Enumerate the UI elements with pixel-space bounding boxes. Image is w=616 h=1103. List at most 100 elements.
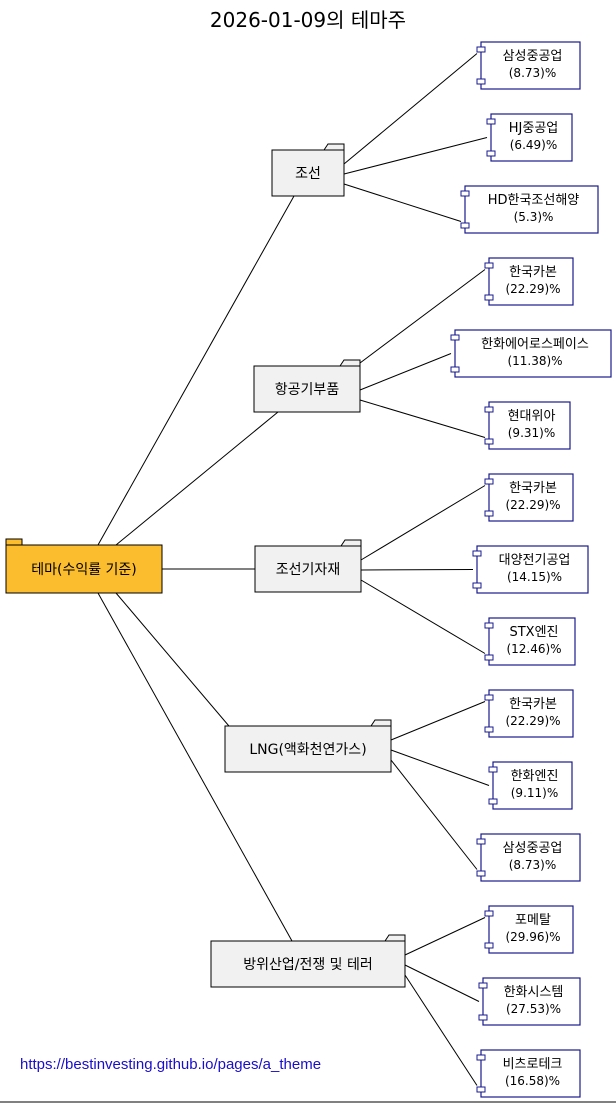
stock-4-3-port-top — [476, 838, 486, 845]
stock-5-1-port-bottom — [484, 942, 494, 949]
stock-4-1-name: 한국카본 — [509, 697, 557, 712]
stock-2-3-value: (9.31)% — [508, 426, 555, 440]
edge-theme-5-stock-2 — [404, 964, 480, 1002]
stock-3-3-value: (12.46)% — [506, 642, 561, 656]
stock-4-1-port-top — [484, 694, 494, 701]
stock-1-2-name: HJ중공업 — [509, 121, 559, 136]
stock-4-1[interactable]: 한국카본(22.29)% — [484, 689, 574, 738]
stock-3-2-port-top — [472, 550, 482, 557]
edge-theme-1-stock-1 — [343, 53, 478, 165]
edge-theme-3-stock-3 — [360, 579, 486, 654]
stock-4-2-value: (9.11)% — [511, 786, 558, 800]
stock-2-2-value: (11.38)% — [507, 354, 562, 368]
theme-folder-4[interactable]: LNG(액화천연가스) — [224, 719, 392, 773]
stock-5-1[interactable]: 포메탈(29.96)% — [484, 905, 574, 954]
stock-1-2-port-bottom — [486, 150, 496, 157]
stock-5-3-name: 비츠로테크 — [503, 1057, 563, 1072]
stock-2-1-port-bottom — [484, 294, 494, 301]
stock-3-3-port-bottom — [484, 654, 494, 661]
stock-2-1-box — [488, 257, 574, 306]
edge-theme-4-stock-3 — [390, 759, 478, 870]
stock-5-3[interactable]: 비츠로테크(16.58)% — [476, 1049, 581, 1098]
theme-folder-2-label: 항공기부품 — [275, 382, 340, 398]
stock-2-1-value: (22.29)% — [505, 282, 560, 296]
stock-1-2-port-top — [486, 118, 496, 125]
stock-4-2-name: 한화엔진 — [511, 769, 559, 784]
stock-1-3[interactable]: HD한국조선해양(5.3)% — [460, 185, 599, 234]
theme-folder-1[interactable]: 조선 — [271, 143, 345, 197]
stock-5-1-box — [488, 905, 574, 954]
stock-2-2[interactable]: 한화에어로스페이스 (11.38)% — [450, 329, 612, 378]
stock-3-1-box — [488, 473, 574, 522]
edge-theme-4-stock-2 — [390, 749, 490, 786]
stock-3-1[interactable]: 한국카본 (22.29)% — [484, 473, 574, 522]
stock-4-2-box — [492, 761, 573, 810]
stock-3-3[interactable]: STX엔진 (12.46)% — [484, 617, 576, 666]
stock-5-2-box — [482, 977, 581, 1026]
root-theme-folder[interactable]: 테마(수익률 기준) — [5, 538, 163, 594]
root-folder-tab — [5, 538, 23, 546]
theme-folder-5-label: 방위산업/전쟁 및 테러 — [243, 957, 373, 973]
edge-theme-3-stock-1 — [360, 485, 486, 561]
edge-theme-3-stock-2 — [360, 569, 474, 571]
stock-2-3-box — [488, 401, 571, 450]
theme-folder-4-label: LNG(액화천연가스) — [249, 742, 366, 758]
stock-1-1-box — [480, 41, 581, 90]
stock-5-2-port-bottom — [478, 1014, 488, 1021]
stock-2-3-port-top — [484, 406, 494, 413]
stock-4-3-value: (8.73)% — [509, 858, 556, 872]
edge-root-to-theme-5 — [97, 592, 293, 942]
theme-folder-1-label: 조선 — [295, 166, 321, 182]
stock-5-2-name: 한화시스템 — [504, 985, 564, 1000]
edge-root-to-theme-2 — [115, 411, 279, 546]
stock-1-3-name: HD한국조선해양 — [488, 193, 580, 208]
stock-4-3-name: 삼성중공업 — [503, 841, 563, 856]
stock-3-1-name: 한국카본 — [509, 481, 557, 496]
stock-4-1-box — [488, 689, 574, 738]
stock-5-3-box — [480, 1049, 581, 1098]
stock-2-2-box — [454, 329, 612, 378]
edge-theme-5-stock-1 — [404, 917, 486, 956]
stock-5-3-port-bottom — [476, 1086, 486, 1093]
stock-2-2-name: 한화에어로스페이스 — [481, 337, 589, 352]
theme-folder-2[interactable]: 항공기부품 — [253, 359, 361, 413]
stock-4-3[interactable]: 삼성중공업 (8.73)% — [476, 833, 581, 882]
stock-3-1-port-bottom — [484, 510, 494, 517]
stock-4-2[interactable]: 한화엔진 (9.11)% — [488, 761, 573, 810]
stock-1-2-value: (6.49)% — [510, 138, 557, 152]
edge-theme-2-stock-3 — [359, 399, 486, 438]
stock-3-3-name: STX엔진 — [509, 625, 558, 640]
stock-2-3-name: 현대위아 — [508, 409, 556, 424]
theme-folder-3[interactable]: 조선기자재 — [254, 539, 362, 593]
root-folder-shape — [5, 544, 163, 594]
stock-2-1-port-top — [484, 262, 494, 269]
stock-1-3-port-top — [460, 190, 470, 197]
stock-3-2-box — [476, 545, 589, 594]
stock-1-3-box — [464, 185, 599, 234]
stock-3-2[interactable]: 대양전기공업(14.15)% — [472, 545, 589, 594]
edge-theme-4-stock-1 — [390, 701, 486, 741]
stock-1-1-port-top — [476, 46, 486, 53]
stock-1-1[interactable]: 삼성중공업(8.73)% — [476, 41, 581, 90]
stock-2-2-port-bottom — [450, 366, 460, 373]
stock-3-2-port-bottom — [472, 582, 482, 589]
diagram-title: 2026-01-09의 테마주 — [210, 8, 406, 32]
stock-2-3[interactable]: 현대위아 (9.31)% — [484, 401, 571, 450]
stock-2-1[interactable]: 한국카본(22.29)% — [484, 257, 574, 306]
source-link[interactable]: https://bestinvesting.github.io/pages/a_… — [20, 1056, 321, 1073]
stock-5-2-port-top — [478, 982, 488, 989]
stock-5-1-name: 포메탈 — [515, 913, 551, 928]
theme-folder-5[interactable]: 방위산업/전쟁 및 테러 — [210, 934, 406, 988]
stock-5-2-value: (27.53)% — [506, 1002, 561, 1016]
stock-5-3-port-top — [476, 1054, 486, 1061]
stock-1-2[interactable]: HJ중공업 (6.49)% — [486, 113, 573, 162]
stock-1-2-box — [490, 113, 573, 162]
edge-theme-1-stock-2 — [343, 137, 488, 175]
stock-4-1-port-bottom — [484, 726, 494, 733]
stock-3-1-value: (22.29)% — [505, 498, 560, 512]
stock-3-2-value: (14.15)% — [507, 570, 562, 584]
stock-5-2[interactable]: 한화시스템 (27.53)% — [478, 977, 581, 1026]
stock-3-1-port-top — [484, 478, 494, 485]
theme-folder-3-label: 조선기자재 — [276, 562, 340, 578]
